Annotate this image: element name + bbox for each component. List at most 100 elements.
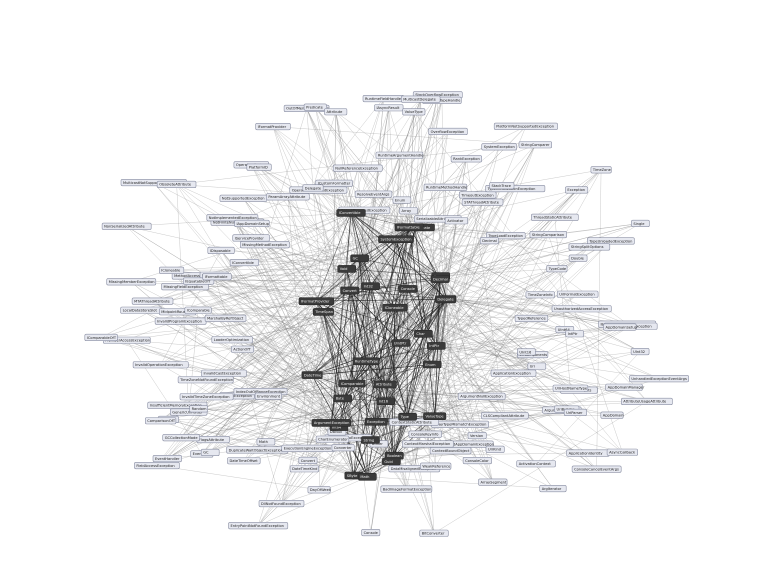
graph-node[interactable]: Math bbox=[256, 438, 276, 446]
core-graph-node[interactable]: Convert bbox=[340, 286, 360, 295]
graph-node[interactable]: UnauthorizedAccessException bbox=[551, 305, 612, 313]
graph-node[interactable]: Double bbox=[568, 254, 588, 262]
graph-node[interactable]: IDisposable bbox=[207, 246, 235, 254]
graph-node[interactable]: DuplicateWaitObjectException bbox=[226, 446, 289, 454]
graph-node[interactable]: IntPtr bbox=[565, 330, 585, 338]
graph-node[interactable]: NotSupportedException bbox=[219, 194, 268, 202]
core-graph-node[interactable]: Byte bbox=[333, 394, 353, 403]
graph-node[interactable]: ApplicationIdentity bbox=[566, 449, 610, 457]
graph-node[interactable]: RuntimeMethodHandle bbox=[423, 183, 468, 191]
core-graph-node[interactable]: Char bbox=[414, 329, 433, 338]
graph-node[interactable]: AttributeUsageAttribute bbox=[620, 397, 673, 406]
graph-node[interactable]: SystemException bbox=[481, 143, 517, 151]
graph-node[interactable]: PlatformID bbox=[246, 163, 272, 171]
core-graph-node[interactable]: RuntimeType bbox=[352, 357, 380, 366]
graph-node[interactable]: InvalidProgramException bbox=[154, 317, 207, 325]
graph-node[interactable]: AppDomain bbox=[600, 411, 624, 419]
graph-node[interactable]: NonSerializedAttribute bbox=[101, 222, 152, 230]
graph-node[interactable]: ConsoleColor bbox=[462, 456, 493, 465]
graph-node[interactable]: IComparable bbox=[184, 306, 212, 314]
graph-node[interactable]: Single bbox=[631, 219, 650, 227]
core-graph-node[interactable]: Void bbox=[337, 265, 357, 273]
graph-node[interactable]: DayOfWeek bbox=[307, 486, 332, 494]
graph-node[interactable]: UriKind bbox=[485, 445, 505, 453]
core-graph-node[interactable]: Exception bbox=[364, 417, 388, 426]
graph-node[interactable]: Array bbox=[399, 207, 418, 215]
graph-node[interactable]: StringComparison bbox=[529, 231, 568, 239]
graph-node[interactable]: ContextMarshalException bbox=[402, 440, 454, 448]
graph-node[interactable]: Convert bbox=[298, 456, 318, 465]
graph-node[interactable]: ObsoleteAttribute bbox=[156, 180, 197, 188]
graph-node[interactable]: StackTrace bbox=[489, 182, 515, 190]
graph-node[interactable]: RuntimeFieldHandle bbox=[362, 95, 405, 103]
graph-node[interactable]: TimeZoneNotFoundException bbox=[177, 376, 234, 384]
graph-node[interactable]: FieldAccessException bbox=[134, 461, 180, 470]
graph-node[interactable]: Uri bbox=[527, 362, 547, 370]
graph-node[interactable]: NullReferenceException bbox=[332, 164, 383, 172]
graph-node[interactable]: ConsoleCancelEventArgs bbox=[571, 465, 622, 473]
graph-node[interactable]: Exception bbox=[565, 186, 589, 194]
graph-node[interactable]: IComparableOfT bbox=[84, 333, 118, 342]
core-graph-node[interactable]: DateTime bbox=[301, 371, 323, 379]
graph-node[interactable]: InvalidOperationException bbox=[132, 361, 189, 369]
graph-node[interactable]: TimeZoneInfo bbox=[525, 291, 555, 299]
graph-node[interactable]: Converter bbox=[331, 444, 355, 452]
core-graph-node[interactable]: IntPtr bbox=[426, 342, 446, 350]
core-graph-node[interactable]: Type bbox=[398, 412, 417, 421]
graph-node[interactable]: ArgumentNullException bbox=[457, 392, 506, 400]
graph-node[interactable]: TypeCode bbox=[546, 265, 568, 273]
graph-node[interactable]: Enum bbox=[392, 196, 412, 204]
graph-node[interactable]: InvalidTimeZoneException bbox=[179, 393, 234, 401]
graph-node[interactable]: Predicate bbox=[303, 103, 327, 111]
core-graph-node[interactable]: Int32 bbox=[361, 282, 380, 291]
graph-node[interactable]: AppDomainManager bbox=[605, 383, 645, 391]
core-graph-node[interactable]: IFormattable bbox=[394, 223, 424, 231]
graph-node[interactable]: EventHandler bbox=[152, 454, 182, 463]
graph-node[interactable]: MulticastDelegate bbox=[400, 95, 441, 103]
graph-node[interactable]: TypedReference bbox=[514, 314, 549, 323]
core-graph-node[interactable]: Decimal bbox=[430, 275, 450, 283]
graph-node[interactable]: ICustomFormatter bbox=[315, 179, 353, 187]
graph-node[interactable]: Attribute bbox=[324, 108, 348, 116]
graph-node[interactable]: ICloneable bbox=[159, 266, 185, 274]
graph-node[interactable]: GCCollectionMode bbox=[162, 434, 200, 442]
graph-node[interactable]: NotImplementedException bbox=[206, 214, 259, 222]
graph-node[interactable]: OverflowException bbox=[428, 127, 468, 135]
core-graph-node[interactable]: IFormatProvider bbox=[298, 297, 335, 306]
graph-node[interactable]: ConsoleKeyInfo bbox=[408, 430, 442, 438]
graph-node[interactable]: ComparisonOfT bbox=[145, 417, 177, 425]
graph-node[interactable]: IConvertible bbox=[229, 258, 260, 267]
graph-node[interactable]: PlatformNotSupportedException bbox=[493, 122, 558, 130]
graph-node[interactable]: MissingMemberException bbox=[106, 278, 157, 286]
graph-node[interactable]: ThreadStaticAttribute bbox=[530, 213, 579, 221]
graph-node[interactable]: ActivationContext bbox=[516, 460, 556, 468]
graph-node[interactable]: ActionOfT bbox=[231, 345, 255, 353]
graph-node[interactable]: AppDomainSetup bbox=[603, 323, 638, 331]
graph-node[interactable]: CLSCompliantAttribute bbox=[480, 412, 529, 420]
core-graph-node[interactable]: SystemException bbox=[378, 235, 414, 243]
core-graph-node[interactable]: ICloneable bbox=[382, 303, 408, 312]
graph-node[interactable]: Version bbox=[467, 431, 487, 440]
graph-node[interactable]: STAThreadAttribute bbox=[461, 198, 504, 206]
graph-node[interactable]: ValueType bbox=[402, 108, 426, 116]
graph-node[interactable]: TypeUnloadedException bbox=[587, 237, 635, 245]
graph-node[interactable]: BitConverter bbox=[419, 529, 449, 537]
core-graph-node[interactable]: String bbox=[361, 436, 380, 444]
core-graph-node[interactable]: Guid bbox=[382, 457, 401, 466]
graph-node[interactable]: RankException bbox=[450, 155, 483, 163]
graph-node[interactable]: EntryPointNotFoundException bbox=[228, 522, 289, 530]
core-graph-node[interactable]: Console bbox=[398, 285, 418, 293]
core-graph-node[interactable]: IConvertible bbox=[336, 209, 366, 217]
graph-node[interactable]: UnhandledExceptionEventArgs bbox=[629, 375, 690, 383]
core-graph-node[interactable]: Math bbox=[358, 472, 377, 481]
core-graph-node[interactable]: Enum bbox=[422, 360, 442, 369]
graph-node[interactable]: IAppDomainSetup bbox=[234, 219, 270, 227]
graph-node[interactable]: WeakReference bbox=[420, 462, 452, 470]
graph-node[interactable]: TimeoutException bbox=[458, 191, 497, 199]
graph-node[interactable]: DllNotFoundException bbox=[258, 499, 305, 508]
graph-node[interactable]: ParamArrayAttribute bbox=[266, 193, 310, 201]
graph-node[interactable]: CharEnumerator bbox=[315, 435, 350, 443]
graph-node[interactable]: TimeZone bbox=[590, 166, 612, 174]
graph-node[interactable]: DateTimeKind bbox=[289, 465, 320, 473]
graph-node[interactable]: UriHostNameType bbox=[552, 384, 589, 392]
